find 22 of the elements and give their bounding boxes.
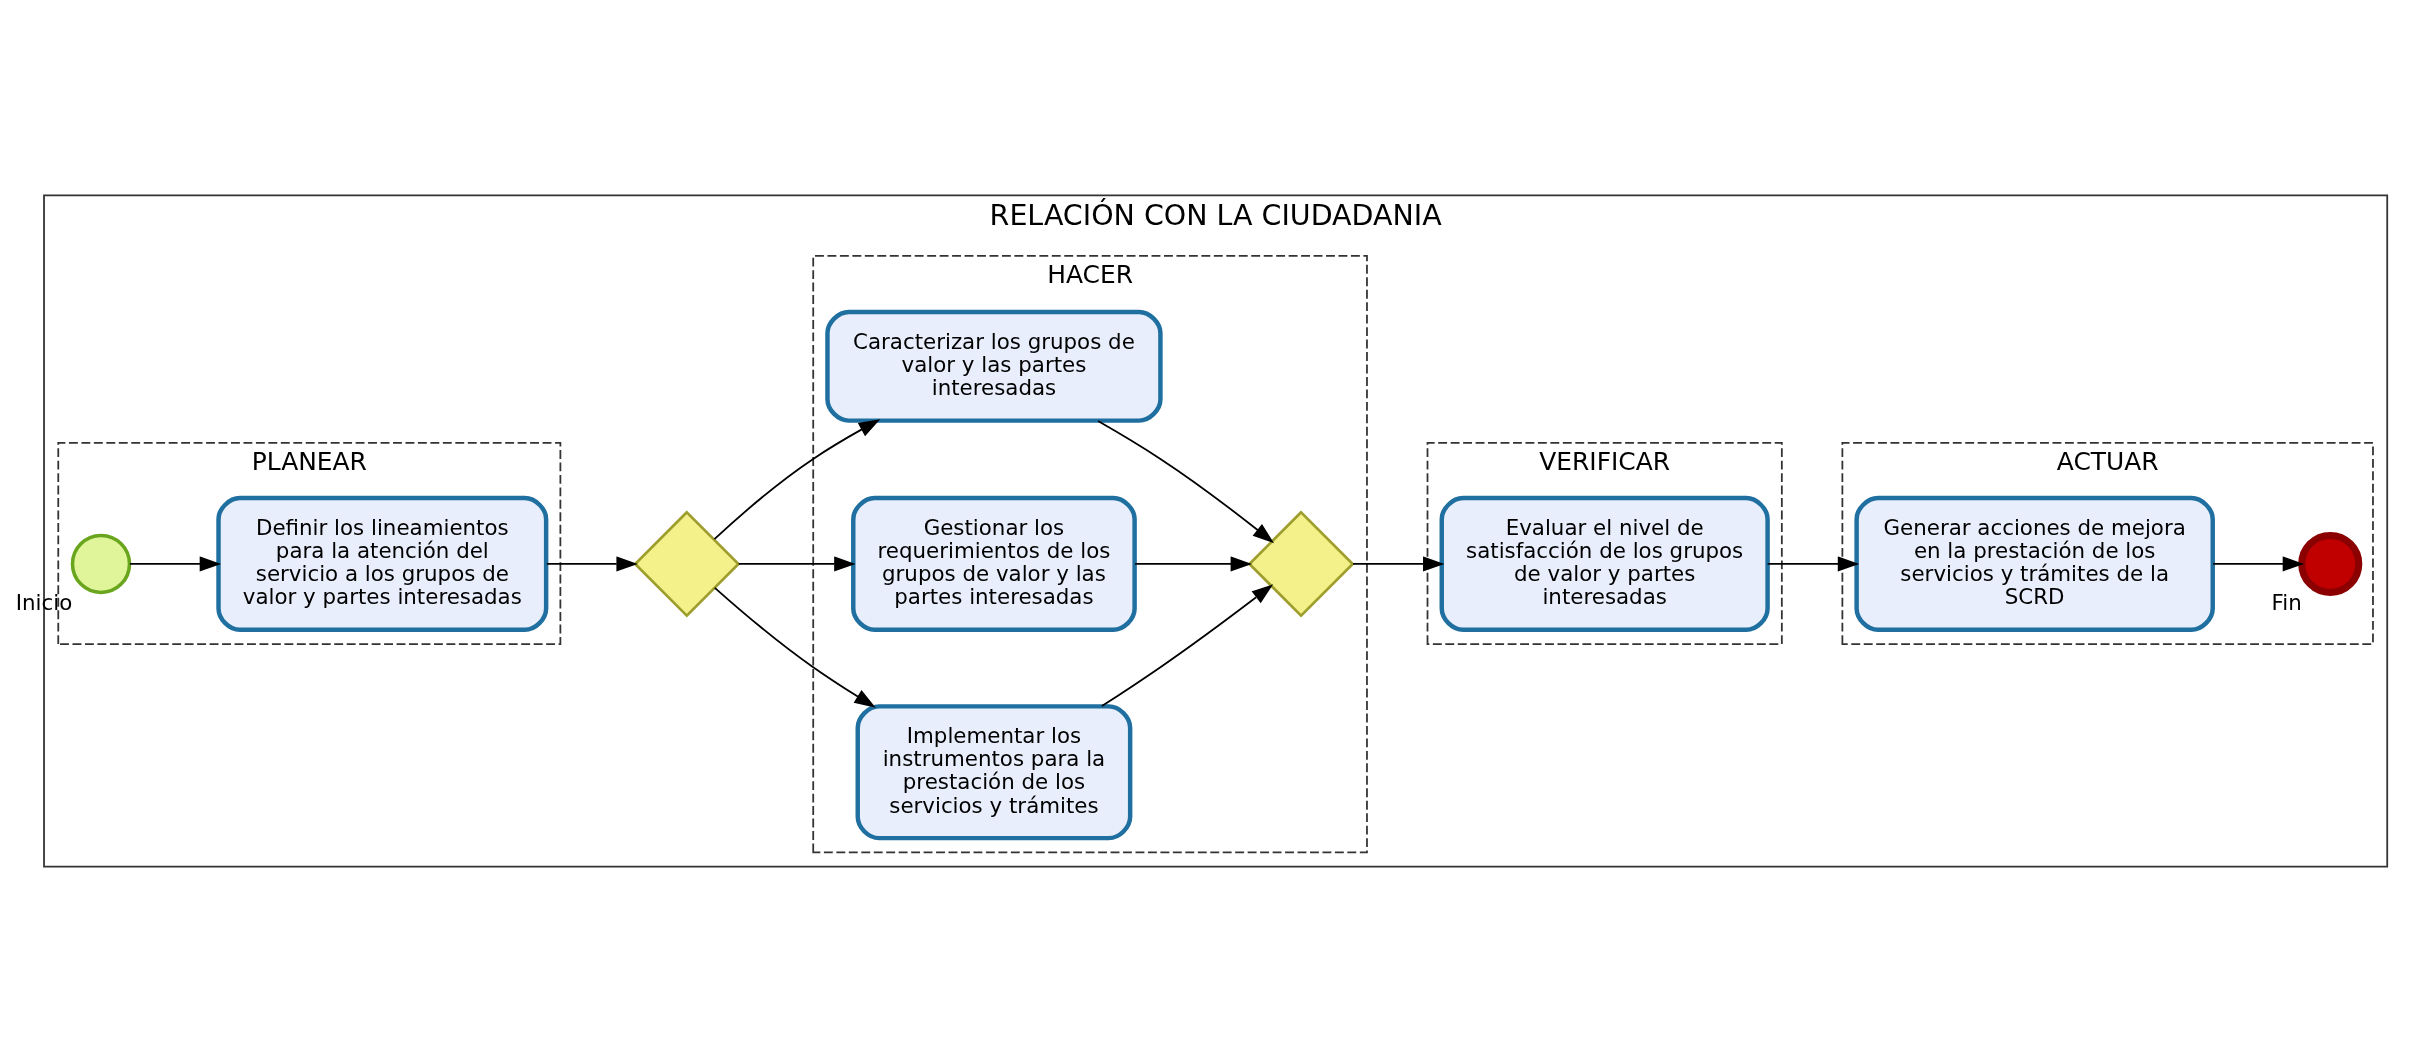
node-box: Implementar los instrumentos para la prestación de los servicios y trámites [855, 703, 1133, 840]
arrow [1101, 583, 1274, 707]
arrow [713, 418, 881, 540]
arrow [737, 555, 856, 571]
arrow [713, 586, 876, 708]
arrow [1097, 419, 1275, 543]
node-diamond [633, 509, 741, 617]
node-circle [70, 533, 132, 594]
arrow [546, 555, 638, 571]
node-box: Evaluar el nivel de satisfacción de los grupos de valor y partes interesadas [1439, 495, 1770, 632]
arrow [129, 555, 222, 571]
node-box: Gestionar los requerimientos de los grupos de valor y las partes interesadas [851, 495, 1137, 632]
node-label: Fin [2271, 589, 2302, 615]
node-diamond [1247, 509, 1355, 617]
arrow [1766, 555, 1860, 571]
arrow [2212, 555, 2305, 571]
node-box: Caracterizar los grupos de valor y las partes interesadas [825, 309, 1163, 423]
arrow [1134, 555, 1252, 571]
node-box: Generar acciones de mejora en la prestación de los servicios y trámites de la SCRD [1854, 495, 2215, 632]
node-box: Definir los lineamientos para la atención del servicio a los grupos de valor y partes interesadas [216, 495, 549, 632]
node-circle [2298, 531, 2363, 596]
arrow [1352, 555, 1445, 571]
